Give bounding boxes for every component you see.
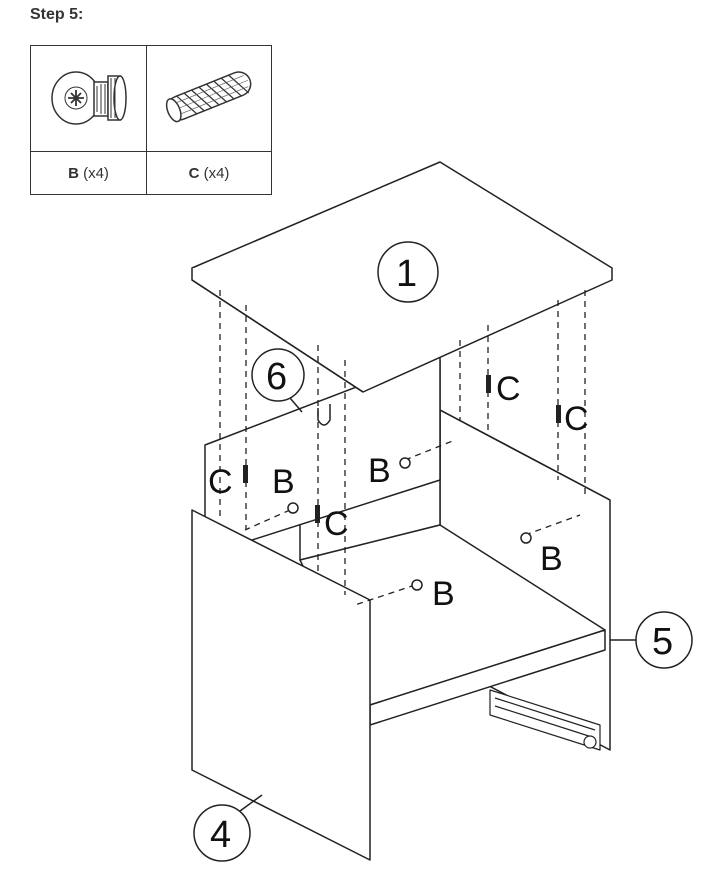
label-b-back: B	[368, 452, 391, 490]
callout-4: 4	[210, 814, 231, 856]
part-c-qty: (x4)	[203, 164, 230, 182]
label-b-right: B	[540, 540, 563, 578]
wooden-dowel-icon	[165, 71, 252, 123]
label-c-right2: C	[564, 400, 589, 438]
label-c-mid: C	[324, 505, 349, 543]
label-b-left: B	[272, 463, 295, 501]
parts-table: B (x4) C (x4)	[30, 45, 272, 195]
part-c-letter: C	[188, 164, 200, 182]
callout-6: 6	[266, 356, 287, 398]
drawer-slide	[489, 689, 601, 751]
label-b-front: B	[432, 575, 455, 613]
part-b-label: B (x4)	[30, 151, 147, 195]
part-b-image	[30, 45, 147, 152]
part-b-letter: B	[68, 164, 79, 182]
cam-lock-marks	[287, 457, 532, 591]
dowel-marks	[243, 375, 561, 523]
callout-6-circle	[251, 348, 305, 402]
part-c-image	[146, 45, 272, 152]
callout-1: 1	[396, 253, 417, 295]
cam-lock-icon	[51, 71, 127, 125]
label-c-right1: C	[496, 370, 521, 408]
step-title: Step 5:	[30, 6, 84, 23]
part-b-qty: (x4)	[83, 164, 109, 182]
label-c-left: C	[208, 463, 233, 501]
callout-4-circle	[193, 804, 251, 862]
alignment-lines	[219, 290, 586, 606]
part-c-label: C (x4)	[146, 151, 272, 195]
callout-1-circle	[377, 241, 439, 303]
panel-4	[191, 509, 371, 861]
callout-5: 5	[652, 621, 673, 663]
